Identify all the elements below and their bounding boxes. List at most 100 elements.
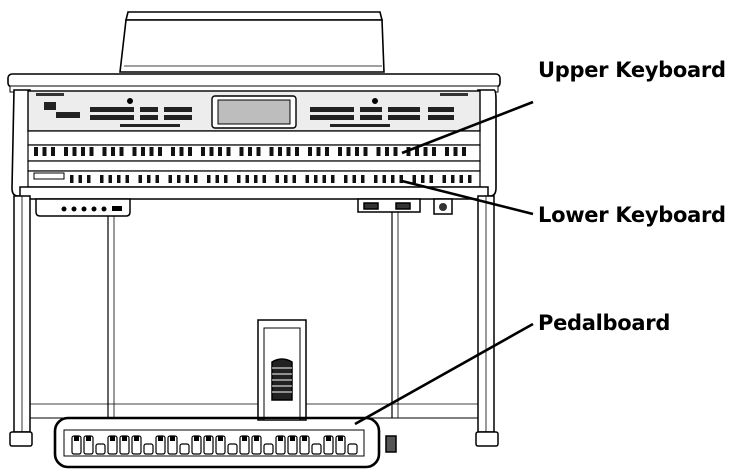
pedal-key-cap [134,436,139,441]
pedal-key-cap [290,436,295,441]
upper-black-key [393,147,398,156]
upper-black-key [141,147,145,156]
lower-black-key [177,175,181,183]
pedalboard-label: Pedalboard [538,311,671,335]
pedal-key-cap [86,436,91,441]
upper-black-key [42,147,47,156]
pedal-key-cap [302,436,307,441]
lower-black-key [314,175,318,183]
lower-keyboard-label: Lower Keyboard [538,203,726,227]
lower-black-key [292,175,296,183]
upper-black-key [51,147,55,156]
music-rest [119,11,385,73]
upper-black-key [432,147,436,156]
upper-keyboard-label: Upper Keyboard [538,58,726,82]
lower-black-key [245,175,249,183]
lower-black-key [284,175,288,183]
upper-black-key [453,147,458,156]
lower-black-key [237,175,241,183]
pedal-key-cap [170,436,175,441]
organ-lid [7,73,501,93]
pedal-key-cap [278,436,283,441]
upper-black-key [385,147,389,156]
upper-black-key [295,147,299,156]
lower-black-key [344,175,348,183]
upper-black-key [286,147,291,156]
pedal-key-cap [326,436,331,441]
upper-black-key [325,147,329,156]
organ-legs [9,195,499,447]
pedal-key [95,443,106,455]
upper-black-key [132,147,137,156]
lower-black-key [459,175,463,183]
pedal-key-cap [194,436,199,441]
upper-black-key [72,147,77,156]
control-panel [27,90,481,132]
lower-black-key [185,175,189,183]
upper-black-key [248,147,252,156]
lower-black-key [468,175,472,183]
lower-black-key [100,175,104,183]
lower-black-key [215,175,219,183]
upper-black-key [226,147,231,156]
upper-black-key [462,147,466,156]
lower-black-key [207,175,211,183]
lower-black-key [421,175,425,183]
pedal-key [143,443,154,455]
lower-black-key [70,175,74,183]
upper-black-key [218,147,222,156]
upper-black-key [111,147,115,156]
upper-black-key [179,147,184,156]
lower-black-key [352,175,356,183]
upper-black-key [376,147,381,156]
upper-black-key [64,147,68,156]
lower-keyboard [27,160,481,188]
pedal-key [347,443,358,455]
upper-black-key [89,147,94,156]
pedal-key-cap [218,436,223,441]
pedal-key-cap [242,436,247,441]
lower-black-key [451,175,455,183]
lower-black-key [108,175,112,183]
lower-black-key [78,175,82,183]
expression-pedal [257,319,397,453]
lower-black-key [305,175,309,183]
pedal-key-cap [74,436,79,441]
lower-black-key [399,175,403,183]
upper-black-key [363,147,368,156]
upper-black-key [346,147,351,156]
lower-black-key [117,175,121,183]
upper-black-key [316,147,321,156]
upper-black-key [355,147,359,156]
upper-black-key [34,147,38,156]
pedal-key [263,443,274,455]
lower-black-key [412,175,416,183]
upper-black-key [256,147,261,156]
upper-black-key [149,147,154,156]
lower-black-key [331,175,335,183]
lower-black-key [391,175,395,183]
pedal-key-cap [254,436,259,441]
lower-black-key [361,175,365,183]
upper-black-key [308,147,312,156]
pedal-key [179,443,190,455]
lower-black-key [254,175,258,183]
callout-lines [53,100,534,469]
pedal-key [227,443,238,455]
lower-black-key [322,175,326,183]
lower-black-key [262,175,266,183]
upper-keyboard-leader [401,100,534,155]
pedal-key-cap [122,436,127,441]
lower-black-key [168,175,172,183]
lower-black-key [224,175,228,183]
lower-black-key [374,175,378,183]
upper-black-key [81,147,85,156]
lower-black-key [125,175,129,183]
upper-black-key [338,147,342,156]
upper-black-key [239,147,244,156]
pedalboard-leader [354,322,534,426]
upper-black-key [102,147,107,156]
upper-black-key [119,147,124,156]
pedalboard [63,429,365,457]
pedal-key [311,443,322,455]
